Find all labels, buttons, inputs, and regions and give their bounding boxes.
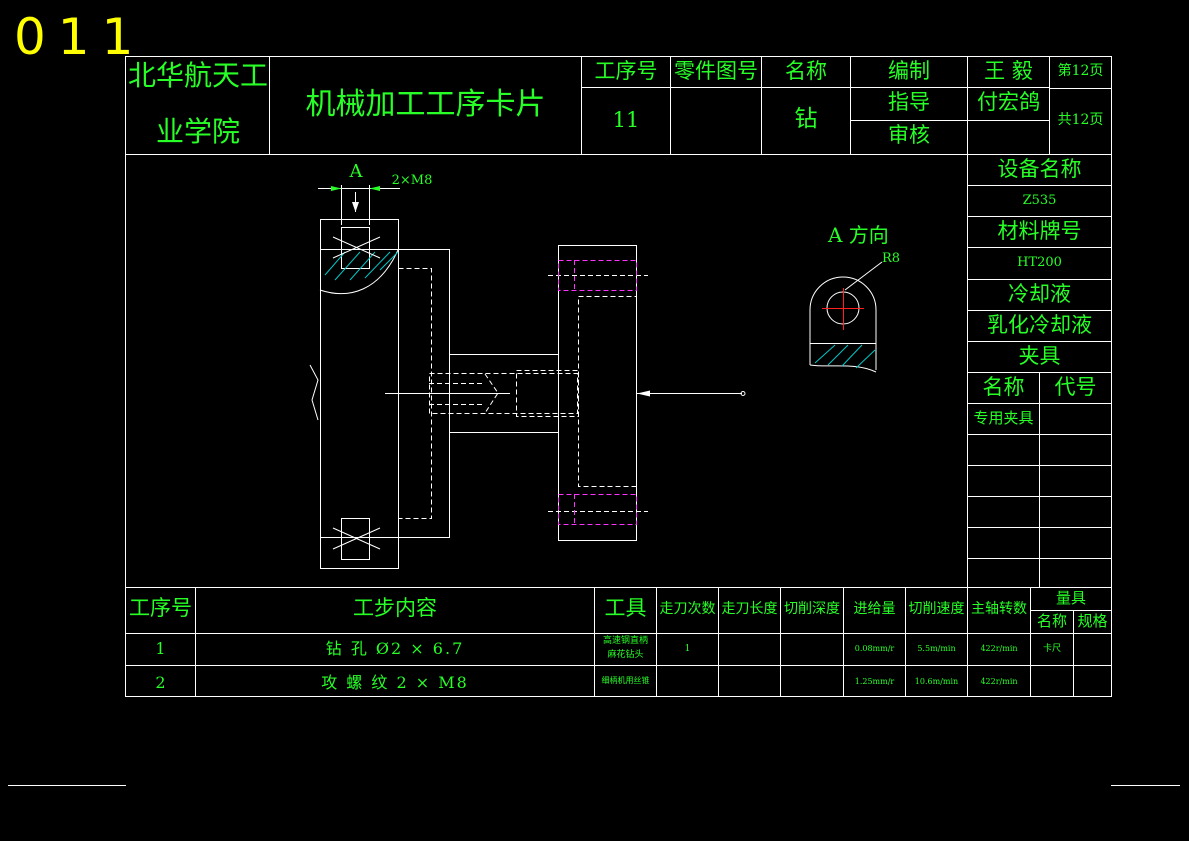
steps-header-feed: 进给量: [853, 601, 896, 617]
fixture-label: 夹具: [1018, 344, 1061, 368]
table-row-2-content: 攻 螺 纹 2 × M8: [321, 673, 469, 692]
table-row-1-speed: 5.5m/min: [917, 644, 956, 653]
equipment-label: 设备名称: [997, 157, 1082, 181]
coolant-value: 乳化冷却液: [987, 313, 1092, 337]
view-a-label: A: [349, 161, 363, 182]
steps-header-speed: 切削速度: [908, 601, 965, 617]
process-name-value: 钻: [794, 106, 818, 132]
thread-spec-label: 2×M8: [391, 173, 433, 188]
header-process-no-label: 工序号: [594, 59, 658, 83]
steps-header-gauge-name: 名称: [1036, 612, 1067, 630]
compiled-label: 编制: [888, 59, 930, 83]
table-row-1-spindle: 422r/min: [980, 644, 1018, 653]
table-row-1-content: 钻 孔 Ø2 × 6.7: [325, 639, 465, 658]
header-part-drawing-label: 零件图号: [674, 59, 758, 83]
steps-header-no: 工序号: [129, 596, 192, 620]
sheet-number: 011: [14, 8, 146, 66]
steps-header-gauge: 量具: [1055, 589, 1086, 607]
table-row-1-no: 1: [155, 639, 166, 658]
steps-header-gauge-spec: 规格: [1077, 612, 1108, 630]
steps-header-tool: 工具: [604, 596, 647, 620]
reviewed-label: 审核: [888, 123, 930, 147]
table-row-1-gauge-name: 卡尺: [1042, 644, 1061, 654]
steps-header-travel: 走刀长度: [721, 601, 778, 617]
fixture-name-label: 名称: [982, 375, 1025, 399]
school-name-line2: 业学院: [155, 115, 240, 148]
guided-label: 指导: [888, 90, 930, 114]
school-name-line1: 北华航天工: [128, 59, 269, 92]
fixture-name-value: 专用夹具: [973, 409, 1034, 427]
card-title: 机械加工工序卡片: [305, 87, 546, 122]
steps-header-spindle: 主轴转数: [971, 601, 1027, 617]
steps-header-content: 工步内容: [353, 596, 437, 620]
coolant-label: 冷却液: [1008, 282, 1071, 306]
page-total: 共12页: [1057, 112, 1104, 128]
direction-a-label: A 方向: [828, 223, 889, 247]
table-row-2-speed: 10.6m/min: [914, 677, 959, 686]
page-number: 第12页: [1057, 63, 1104, 79]
table-row-1-tool-line2: 麻花钻头: [607, 650, 644, 660]
header-name-label: 名称: [785, 59, 827, 83]
steps-header-passes: 走刀次数: [659, 601, 716, 617]
part-drawing: [309, 185, 883, 569]
radius-label: R8: [881, 251, 901, 266]
compiled-value: 王 毅: [984, 59, 1033, 83]
material-label: 材料牌号: [997, 219, 1082, 243]
table-row-1-feed: 0.08mm/r: [854, 644, 895, 653]
equipment-value: Z535: [1022, 193, 1057, 208]
table-row-1-tool-line1: 高速钢直柄: [602, 636, 648, 646]
table-row-1-passes: 1: [684, 644, 691, 654]
material-value: HT200: [1017, 255, 1062, 270]
process-no-value: 11: [612, 108, 640, 132]
fixture-code-label: 代号: [1054, 375, 1097, 399]
table-row-2-feed: 1.25mm/r: [854, 677, 895, 686]
steps-header-depth: 切削深度: [784, 601, 840, 617]
table-row-2-no: 2: [155, 673, 166, 692]
guided-value: 付宏鸽: [977, 90, 1040, 114]
table-row-2-spindle: 422r/min: [980, 677, 1018, 686]
table-row-2-tool-line1: 细柄机用丝锥: [601, 676, 650, 685]
